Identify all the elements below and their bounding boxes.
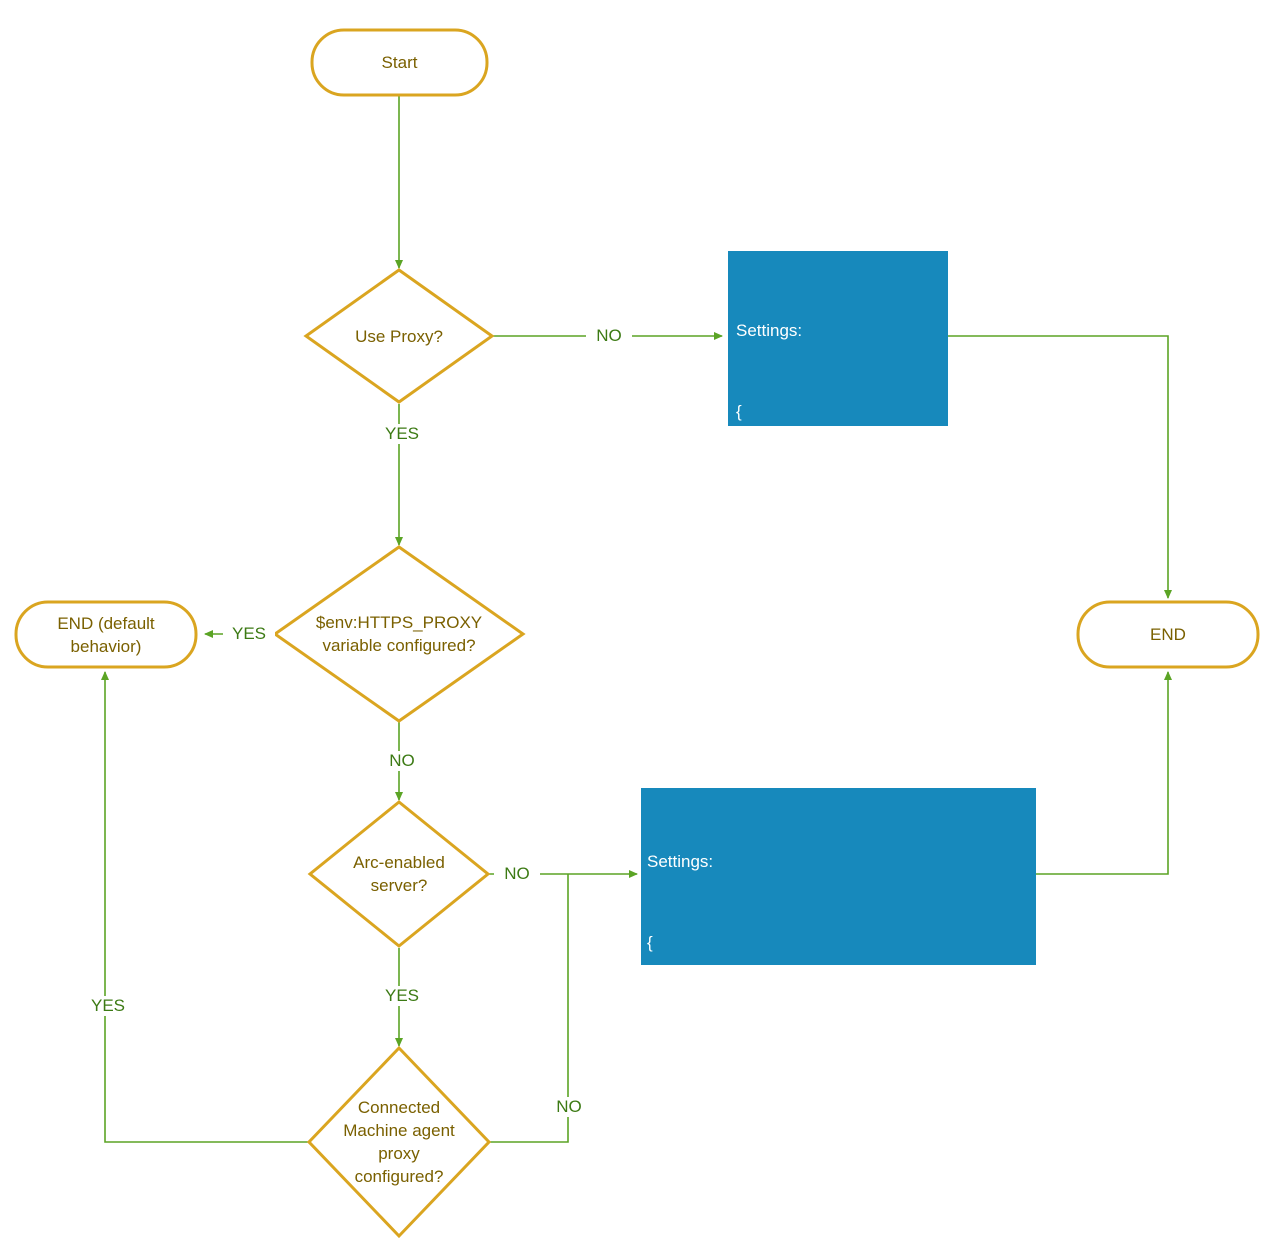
node-arc-enabled-shape[interactable] bbox=[307, 800, 491, 948]
settings-none-line-5: } bbox=[736, 726, 742, 745]
node-end-default-shape[interactable] bbox=[14, 600, 198, 669]
edge-label-cm-no: NO bbox=[546, 1097, 592, 1117]
edge-label-arc-yes: YES bbox=[376, 986, 428, 1006]
edge-label-arc-no: NO bbox=[494, 864, 540, 884]
edge-label-https-proxy-no: NO bbox=[379, 751, 425, 771]
node-https-proxy-shape[interactable] bbox=[272, 545, 526, 723]
settings-none-line-1: { bbox=[736, 402, 742, 421]
settings-none-line-2: “proxy”: { bbox=[736, 483, 814, 502]
settings-application-line-4: “address”: “http://myproxy.com:7777” bbox=[647, 1176, 953, 1195]
edge-settings-application-to-end bbox=[1036, 671, 1172, 875]
edge-cm-yes bbox=[101, 671, 310, 1143]
settings-application-line-1: { bbox=[647, 933, 653, 952]
settings-none-line-3: “mode”: “none” bbox=[736, 564, 877, 583]
edge-label-use-proxy-yes: YES bbox=[376, 424, 428, 444]
edge-label-use-proxy-no: NO bbox=[586, 326, 632, 346]
node-start-shape[interactable] bbox=[310, 28, 489, 97]
settings-none-line-4: } bbox=[736, 645, 756, 664]
settings-application-box: Settings: { “proxy”: { “mode”: “applicat… bbox=[641, 788, 1036, 1195]
settings-application-line-0: Settings: bbox=[647, 852, 714, 871]
edge-settings-none-to-end bbox=[948, 335, 1172, 599]
node-cm-agent-shape[interactable] bbox=[306, 1045, 492, 1239]
settings-none-line-0: Settings: bbox=[736, 321, 803, 340]
settings-application-line-3: “mode”: “application”, bbox=[647, 1095, 836, 1114]
settings-application-line-2: “proxy”: { bbox=[647, 1014, 725, 1033]
edge-label-https-proxy-yes: YES bbox=[223, 624, 275, 644]
node-end-shape[interactable] bbox=[1076, 600, 1260, 669]
settings-none-box: Settings: { “proxy”: { “mode”: “none” } … bbox=[728, 251, 948, 745]
edge-cm-no bbox=[489, 874, 569, 1143]
edge-label-cm-yes: YES bbox=[82, 996, 134, 1016]
node-use-proxy-shape[interactable] bbox=[303, 268, 495, 404]
